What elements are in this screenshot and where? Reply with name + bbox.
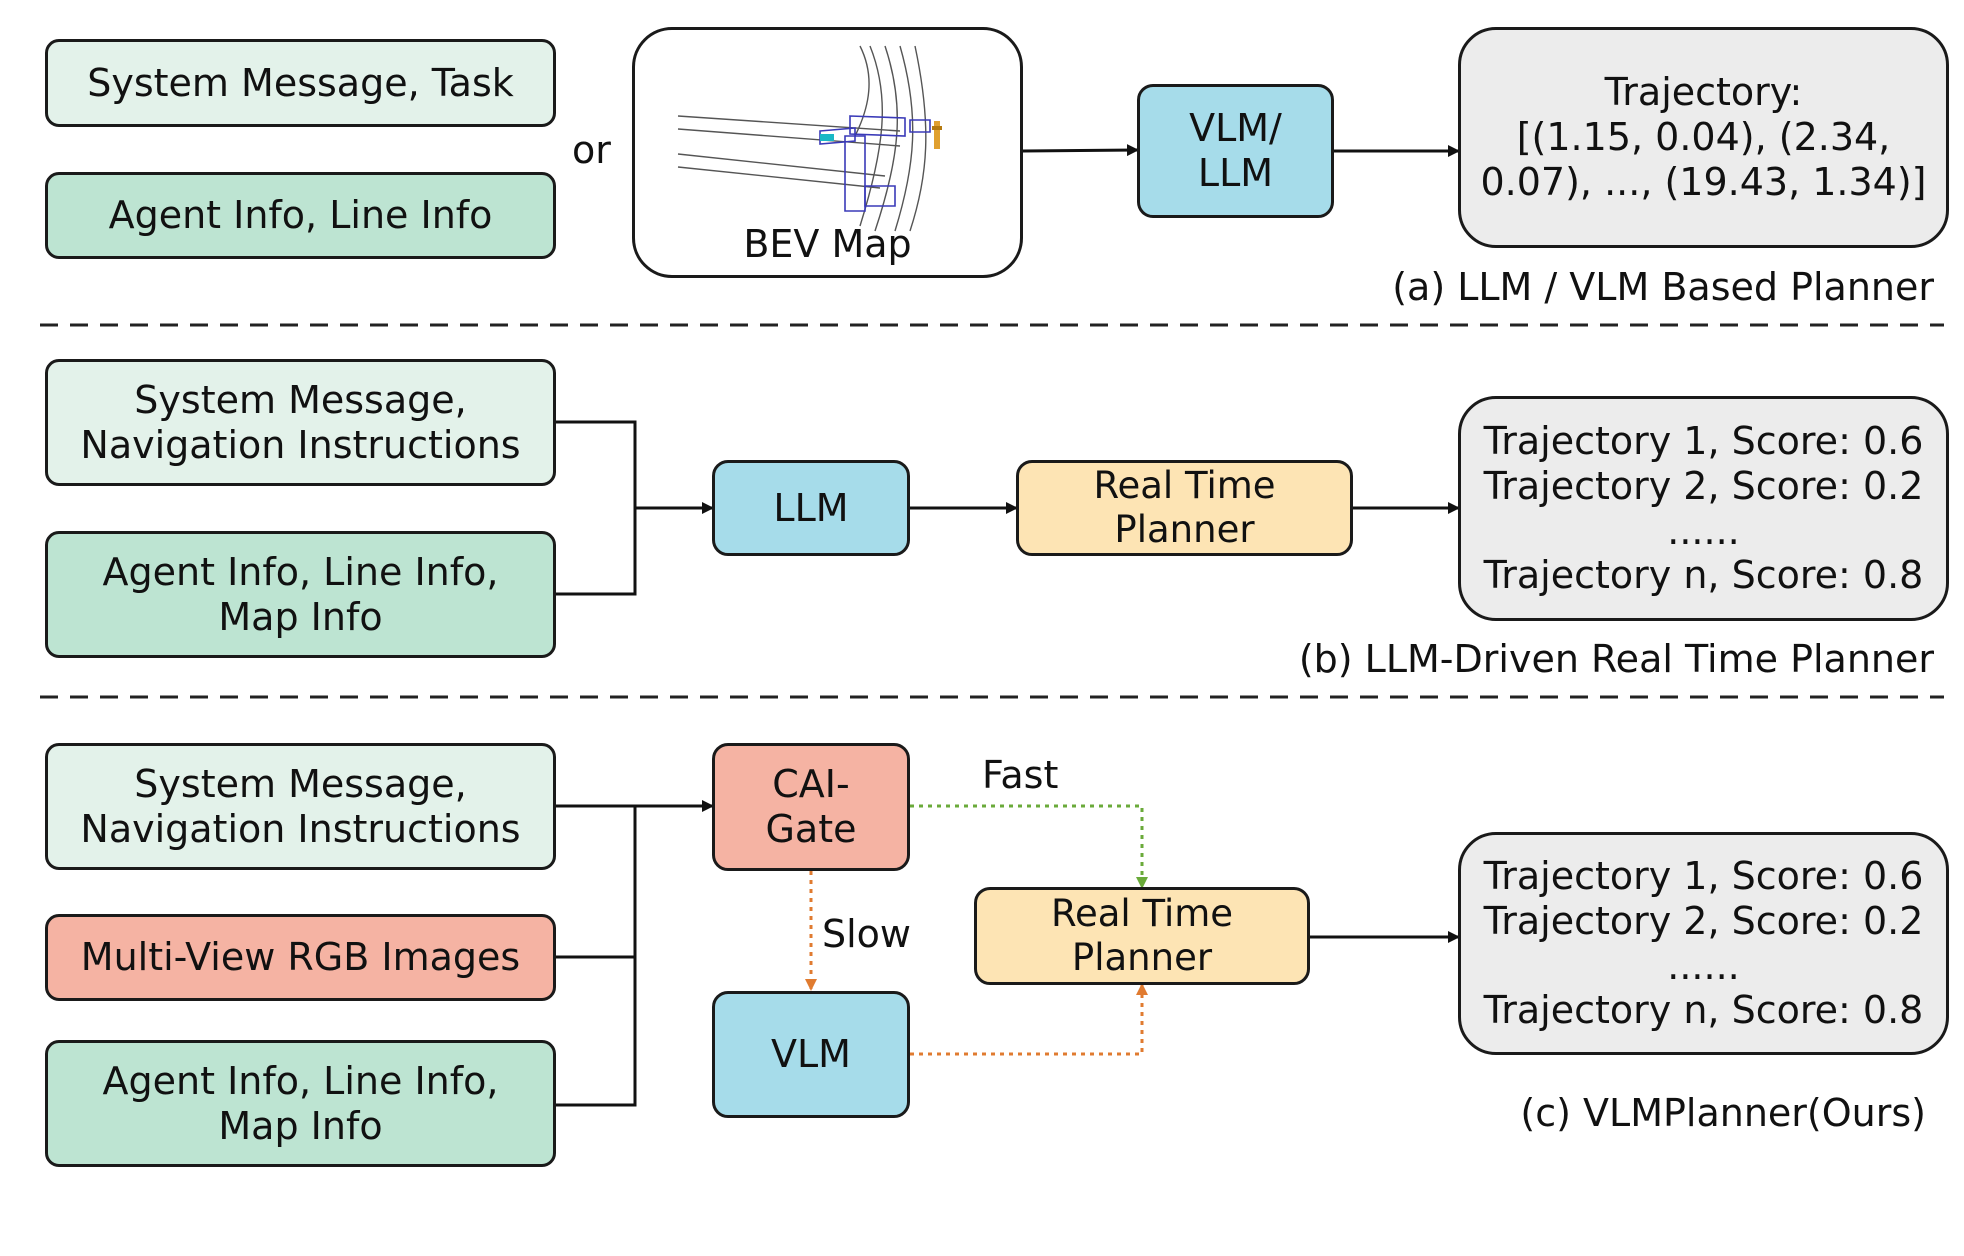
c-slow-label: Slow (822, 912, 912, 956)
b-llm-label: LLM (773, 485, 849, 530)
b-planner-line-1: Real Time (1093, 464, 1276, 508)
bev-map-box: BEV Map (632, 27, 1023, 278)
c-output-line-3: ...... (1667, 943, 1740, 988)
c-vlm-box: VLM (712, 991, 910, 1118)
b-output-line-3: ...... (1667, 508, 1740, 553)
c-gate-line-1: CAI- (772, 762, 850, 807)
c-real-time-planner-box: Real Time Planner (974, 887, 1310, 985)
c-cai-gate-box: CAI- Gate (712, 743, 910, 871)
b-output-line-4: Trajectory n, Score: 0.8 (1483, 553, 1924, 598)
arrow-fast-path (910, 804, 1148, 889)
panel-c-caption: (c) VLMPlanner(Ours) (1520, 1091, 1926, 1135)
c-system-line-1: System Message, (134, 761, 467, 806)
b-output-line-2: Trajectory 2, Score: 0.2 (1483, 463, 1924, 508)
arrow-vlm-to-planner (910, 983, 1148, 1056)
arrow-bev-to-model (1022, 144, 1139, 157)
a-output-line-2: [(1.15, 0.04), (2.34, (1516, 115, 1891, 160)
c-system-nav-box: System Message, Navigation Instructions (45, 743, 556, 870)
c-multiview-images-box: Multi-View RGB Images (45, 914, 556, 1001)
c-output-line-2: Trajectory 2, Score: 0.2 (1483, 898, 1924, 943)
b-llm-box: LLM (712, 460, 910, 556)
c-images-text: Multi-View RGB Images (80, 935, 521, 980)
panel-b-caption: (b) LLM-Driven Real Time Planner (1298, 637, 1934, 681)
a-system-task-box: System Message, Task (45, 39, 556, 127)
bev-map-label: BEV Map (743, 222, 912, 267)
b-trajectory-scores-box: Trajectory 1, Score: 0.6 Trajectory 2, S… (1458, 396, 1949, 621)
a-agent-line-box: Agent Info, Line Info (45, 172, 556, 259)
c-fast-label: Fast (982, 753, 1059, 797)
c-agent-map-box: Agent Info, Line Info, Map Info (45, 1040, 556, 1167)
a-output-line-3: 0.07), ..., (19.43, 1.34)] (1480, 159, 1927, 204)
c-agent-line-1: Agent Info, Line Info, (102, 1058, 499, 1103)
c-output-line-4: Trajectory n, Score: 0.8 (1483, 988, 1924, 1033)
b-agent-line-2: Map Info (218, 594, 383, 639)
a-vlm-llm-box: VLM/ LLM (1137, 84, 1334, 218)
c-system-line-2: Navigation Instructions (80, 806, 521, 851)
b-output-line-1: Trajectory 1, Score: 0.6 (1483, 418, 1924, 463)
a-trajectory-output-box: Trajectory: [(1.15, 0.04), (2.34, 0.07),… (1458, 27, 1949, 248)
connector-b-inputs (556, 420, 637, 596)
c-vlm-label: VLM (771, 1032, 851, 1077)
c-planner-line-1: Real Time (1050, 892, 1234, 936)
b-system-line-1: System Message, (134, 377, 467, 422)
bev-map-illustration (677, 45, 942, 232)
a-output-line-1: Trajectory: (1604, 70, 1803, 115)
c-output-line-1: Trajectory 1, Score: 0.6 (1483, 853, 1924, 898)
a-model-line-1: VLM/ (1189, 106, 1282, 151)
c-agent-line-2: Map Info (218, 1103, 383, 1148)
a-model-line-2: LLM (1197, 151, 1274, 195)
b-system-line-2: Navigation Instructions (80, 422, 521, 467)
c-gate-line-2: Gate (765, 807, 857, 851)
b-agent-map-box: Agent Info, Line Info, Map Info (45, 531, 556, 658)
a-or-label: or (572, 128, 611, 172)
b-system-nav-box: System Message, Navigation Instructions (45, 359, 556, 486)
panel-a-caption: (a) LLM / VLM Based Planner (1392, 265, 1934, 309)
a-agent-line-text: Agent Info, Line Info (108, 193, 493, 238)
c-planner-line-2: Planner (1071, 936, 1213, 979)
b-planner-line-2: Planner (1114, 508, 1255, 551)
connector-c-agent (556, 806, 637, 1107)
c-trajectory-scores-box: Trajectory 1, Score: 0.6 Trajectory 2, S… (1458, 832, 1949, 1055)
b-agent-line-1: Agent Info, Line Info, (102, 549, 499, 594)
b-real-time-planner-box: Real Time Planner (1016, 460, 1353, 556)
a-system-task-text: System Message, Task (87, 60, 514, 105)
